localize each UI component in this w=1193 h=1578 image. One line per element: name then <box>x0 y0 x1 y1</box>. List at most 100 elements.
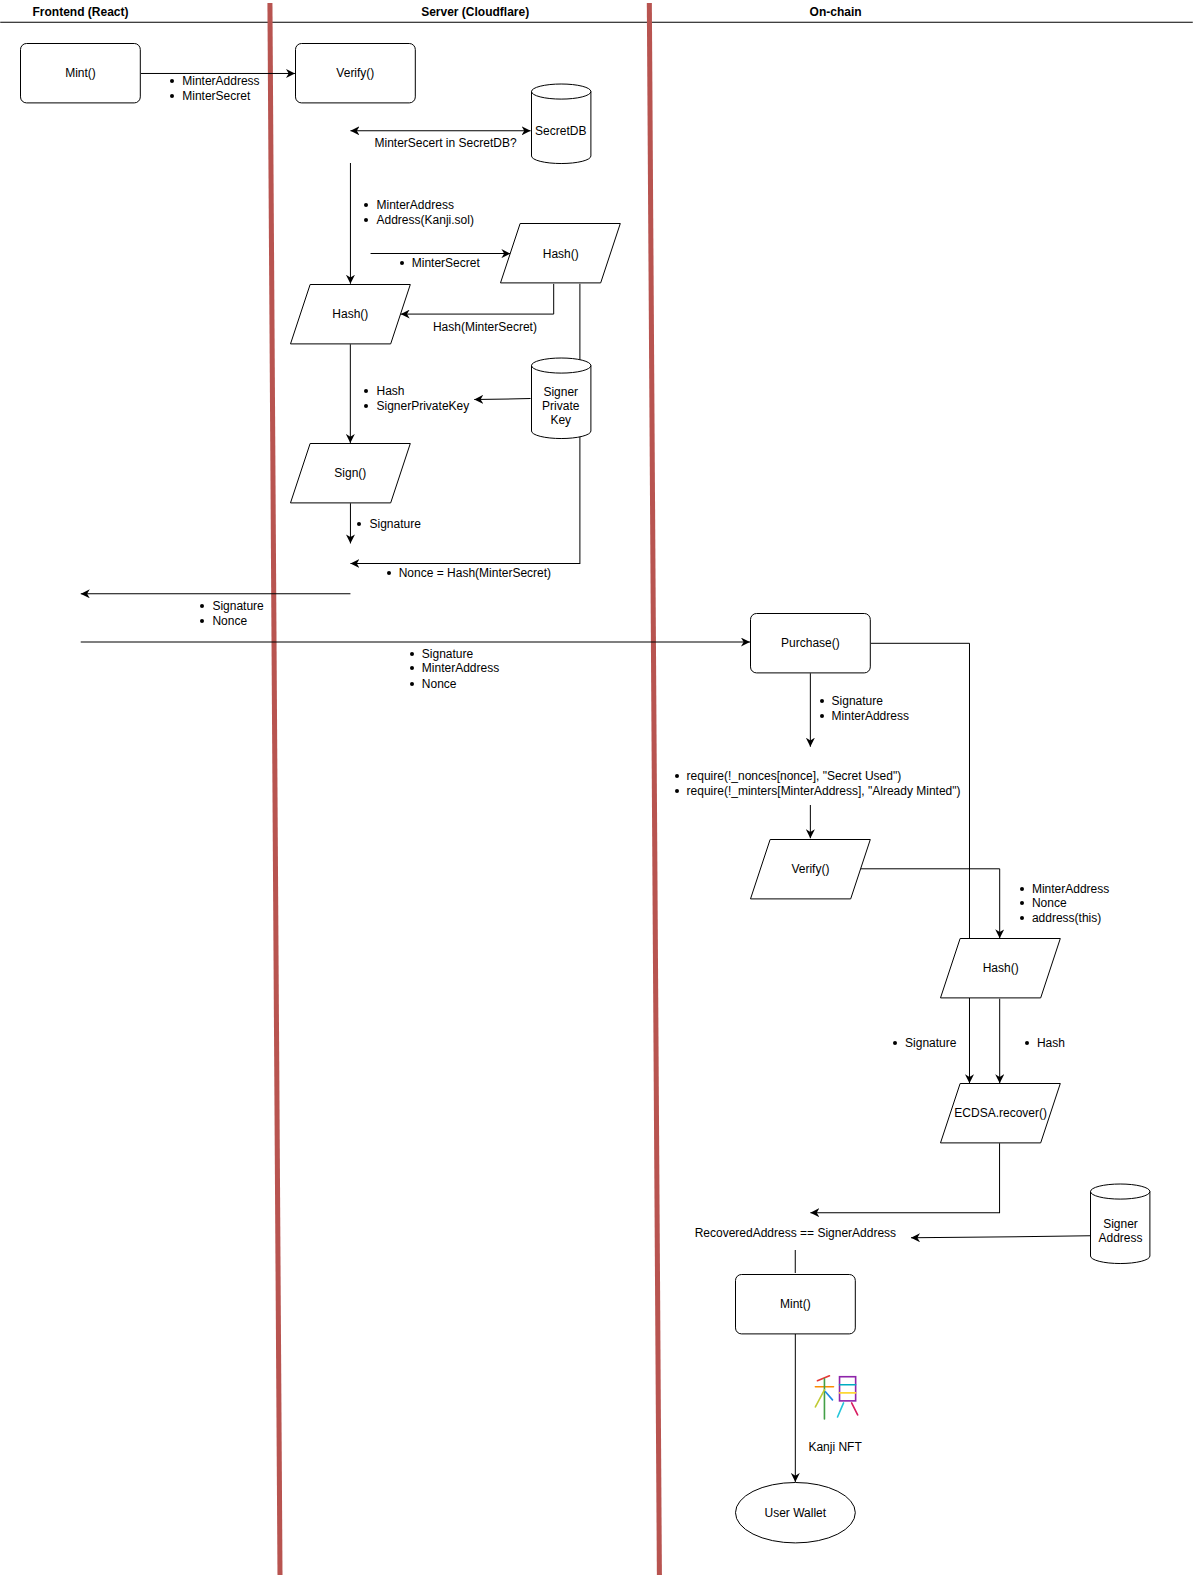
node-outline <box>295 44 415 103</box>
bullet-dot <box>364 203 368 207</box>
lane-heading: On-chain <box>810 5 862 19</box>
data-item: require(!_nonces[nonce], "Secret Used") <box>687 769 902 783</box>
flow-arrow <box>350 163 351 284</box>
data-item: Signature <box>369 517 420 531</box>
bullet-dot <box>675 789 679 793</box>
bullet-dot <box>400 261 404 265</box>
kanji-stroke <box>817 1376 829 1381</box>
flow-connector <box>861 869 1000 938</box>
kanji-stroke <box>825 1392 832 1400</box>
data-item: Nonce <box>422 677 457 691</box>
flow-line <box>795 1250 796 1273</box>
bullet-dot <box>170 94 174 98</box>
flow-connector <box>401 284 554 314</box>
kanji-stroke <box>815 1390 824 1407</box>
node-label: Signer Private Key <box>533 385 589 427</box>
node-label: Signer Address <box>1092 1217 1148 1245</box>
bullet-dot <box>357 522 361 526</box>
kanji-stroke <box>840 1392 856 1394</box>
kanji-stroke <box>852 1403 858 1415</box>
node-body: User Wallet <box>737 1482 854 1543</box>
bullet-dot <box>820 699 824 703</box>
kanji-stroke <box>840 1377 856 1401</box>
data-item: Address(Kanji.sol) <box>377 213 474 227</box>
data-item: Signature <box>212 599 263 613</box>
kanji-illustration <box>815 1376 857 1419</box>
bullet-dot <box>675 774 679 778</box>
lookup-arrow <box>350 130 530 131</box>
flow-arrow <box>810 805 811 838</box>
data-item: Signature <box>832 694 883 708</box>
cylinder-rim <box>531 91 590 99</box>
response-arrow <box>81 593 351 594</box>
node-outline <box>735 1482 855 1542</box>
node-label: User Wallet <box>765 1506 827 1520</box>
data-item: Nonce = Hash(MinterSecret) <box>399 566 551 580</box>
io-parallelogram: Verify() <box>750 839 871 899</box>
bullet-dot <box>1020 916 1024 920</box>
flow-arrow <box>810 1143 999 1212</box>
lane-heading: Server (Cloudflare) <box>421 5 529 19</box>
data-cylinder: Signer Private Key <box>531 358 591 439</box>
cylinder-body <box>531 84 590 164</box>
bullet-dot <box>1020 901 1024 905</box>
node-body: Mint() <box>22 43 139 103</box>
edge-label: Hash(MinterSecret) <box>433 320 537 334</box>
node-body: Sign() <box>292 443 409 503</box>
data-item: Signature <box>905 1036 956 1050</box>
bullet-dot <box>1025 1041 1029 1045</box>
node-body: ECDSA.recover() <box>942 1083 1059 1143</box>
data-item: MinterAddress <box>832 709 909 723</box>
node-label: Verify() <box>791 862 829 876</box>
data-item: Signature <box>422 647 473 661</box>
data-item: require(!_minters[MinterAddress], "Alrea… <box>687 784 961 798</box>
transaction-arrow <box>81 642 750 643</box>
header-rule <box>0 22 1193 23</box>
io-parallelogram: Hash() <box>290 284 411 344</box>
node-outline <box>21 44 141 103</box>
node-outline <box>751 839 871 898</box>
node-body: Signer Private Key <box>533 373 589 438</box>
node-body: SecretDB <box>533 99 589 163</box>
io-parallelogram: ECDSA.recover() <box>940 1083 1061 1143</box>
bullet-dot <box>387 571 391 575</box>
lane-divider <box>649 3 659 1575</box>
flow-connector <box>999 999 1000 1084</box>
data-cylinder: Signer Address <box>1090 1184 1150 1264</box>
node-label: Mint() <box>65 66 96 80</box>
node-outline <box>501 224 621 283</box>
node-outline <box>751 614 871 673</box>
cylinder-body <box>531 358 590 439</box>
bullet-dot <box>410 682 414 686</box>
io-parallelogram: Hash() <box>500 223 621 283</box>
node-outline <box>941 939 1061 998</box>
node-label: Hash() <box>332 307 368 321</box>
cylinder-rim <box>1091 1191 1150 1199</box>
data-item: address(this) <box>1032 911 1101 925</box>
data-item: Nonce <box>1032 896 1067 910</box>
node-body: Hash() <box>502 223 619 283</box>
node-label: Sign() <box>334 466 366 480</box>
lane-divider <box>270 3 280 1575</box>
node-body: Verify() <box>752 839 869 899</box>
node-body: Purchase() <box>752 613 869 673</box>
node-body: Verify() <box>297 43 414 103</box>
terminal-ellipse: User Wallet <box>735 1482 856 1543</box>
node-label: Verify() <box>336 66 374 80</box>
io-parallelogram: Hash() <box>940 938 1061 998</box>
flow-connector <box>350 344 351 443</box>
cylinder-body <box>1091 1184 1150 1264</box>
kanji-stroke <box>840 1384 856 1386</box>
bullet-dot <box>364 389 368 393</box>
node-label: Hash() <box>983 961 1019 975</box>
kanji-stroke <box>824 1379 826 1419</box>
note-text: MinterSecert in SecretDB? <box>375 136 517 150</box>
data-item: MinterAddress <box>422 661 499 675</box>
data-item: Hash <box>377 384 405 398</box>
node-shape <box>531 84 591 164</box>
node-label: Purchase() <box>781 636 840 650</box>
bullet-dot <box>170 79 174 83</box>
bullet-dot <box>820 714 824 718</box>
data-item: MinterSecret <box>412 256 480 270</box>
io-parallelogram: Sign() <box>290 443 411 503</box>
